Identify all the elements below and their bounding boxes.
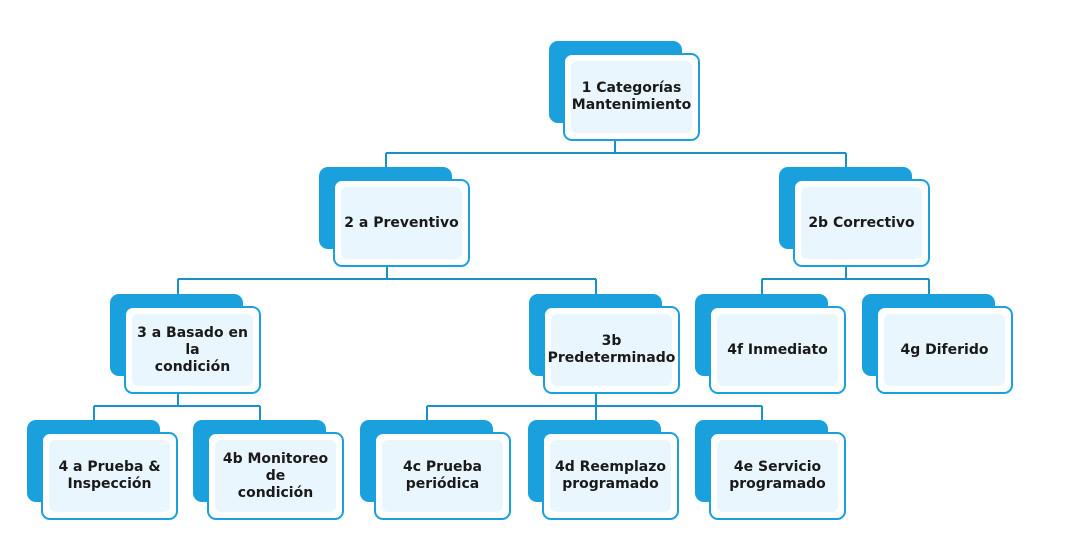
node-prueba-inspeccion-label: 4 a Prueba & Inspección [58, 459, 161, 492]
node-diferido: 4g Diferido [862, 294, 1013, 394]
node-root: 1 Categorías Mantenimiento [549, 41, 700, 141]
node-correctivo-label: 2b Correctivo [808, 214, 915, 231]
node-preventivo-label: 2 a Preventivo [344, 214, 459, 231]
node-prueba-periodica: 4c Prueba periódica [360, 420, 511, 520]
node-servicio-programado-label: 4e Servicio programado [729, 459, 826, 492]
node-basado-condicion: 3 a Basado en la condición [110, 294, 261, 394]
node-prueba-periodica-label: 4c Prueba periódica [402, 459, 482, 492]
node-correctivo: 2b Correctivo [779, 167, 930, 267]
node-prueba-inspeccion: 4 a Prueba & Inspección [27, 420, 178, 520]
node-predeterminado-label: 3b Predeterminado [547, 333, 676, 366]
node-predeterminado: 3b Predeterminado [529, 294, 680, 394]
node-monitoreo-condicion-label: 4b Monitoreo de condición [222, 450, 329, 501]
node-reemplazo-programado-label: 4d Reemplazo programado [554, 459, 667, 492]
node-inmediato-label: 4f Inmediato [727, 341, 828, 358]
node-monitoreo-condicion: 4b Monitoreo de condición [193, 420, 344, 520]
node-basado-condicion-label: 3 a Basado en la condición [137, 324, 248, 375]
node-preventivo: 2 a Preventivo [319, 167, 470, 267]
node-reemplazo-programado: 4d Reemplazo programado [528, 420, 679, 520]
node-servicio-programado: 4e Servicio programado [695, 420, 846, 520]
node-diferido-label: 4g Diferido [900, 341, 989, 358]
node-root-label: 1 Categorías Mantenimiento [571, 80, 692, 113]
node-inmediato: 4f Inmediato [695, 294, 846, 394]
